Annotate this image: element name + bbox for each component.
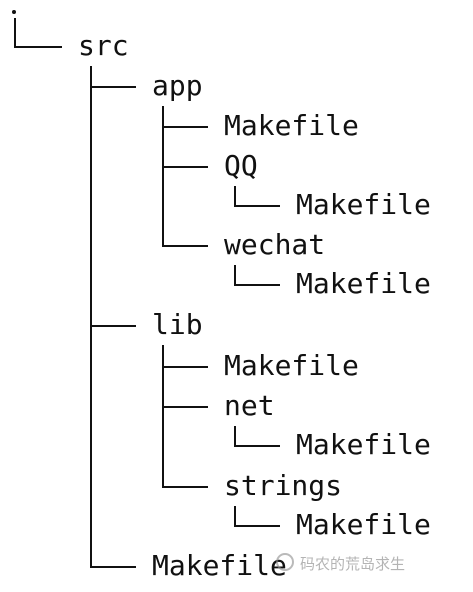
tree-connector (90, 66, 92, 568)
file-makefile[interactable]: Makefile (296, 428, 431, 461)
tree-connector (162, 345, 164, 487)
tree-connector (234, 186, 236, 206)
tree-connector (234, 205, 280, 207)
tree-connector (234, 506, 236, 526)
tree-connector (14, 46, 62, 48)
watermark: 码农的荒岛求生 (276, 553, 405, 574)
tree-connector (234, 265, 236, 285)
file-makefile[interactable]: Makefile (224, 109, 359, 142)
tree-connector (234, 284, 280, 286)
tree-connector (234, 445, 280, 447)
file-makefile[interactable]: Makefile (224, 349, 359, 382)
folder-strings[interactable]: strings (224, 469, 343, 502)
root-node (12, 10, 16, 14)
folder-lib[interactable]: lib (152, 308, 203, 341)
folder-src[interactable]: src (78, 29, 129, 62)
tree-connector (162, 166, 208, 168)
tree-connector (162, 366, 208, 368)
wechat-logo-icon (276, 553, 294, 571)
tree-connector (234, 426, 236, 446)
folder-net[interactable]: net (224, 389, 275, 422)
tree-connector (162, 486, 208, 488)
folder-qq[interactable]: QQ (224, 149, 258, 182)
tree-connector (162, 126, 208, 128)
tree-connector (90, 86, 136, 88)
file-makefile[interactable]: Makefile (296, 508, 431, 541)
tree-connector (90, 325, 136, 327)
tree-connector (234, 525, 280, 527)
tree-connector (14, 18, 16, 48)
watermark-text: 码农的荒岛求生 (300, 555, 406, 573)
tree-connector (90, 566, 136, 568)
file-makefile[interactable]: Makefile (296, 267, 431, 300)
file-makefile[interactable]: Makefile (296, 188, 431, 221)
file-makefile[interactable]: Makefile (152, 549, 287, 582)
tree-connector (162, 245, 208, 247)
folder-app[interactable]: app (152, 69, 203, 102)
folder-wechat[interactable]: wechat (224, 228, 326, 261)
tree-connector (162, 106, 164, 246)
tree-connector (162, 406, 208, 408)
